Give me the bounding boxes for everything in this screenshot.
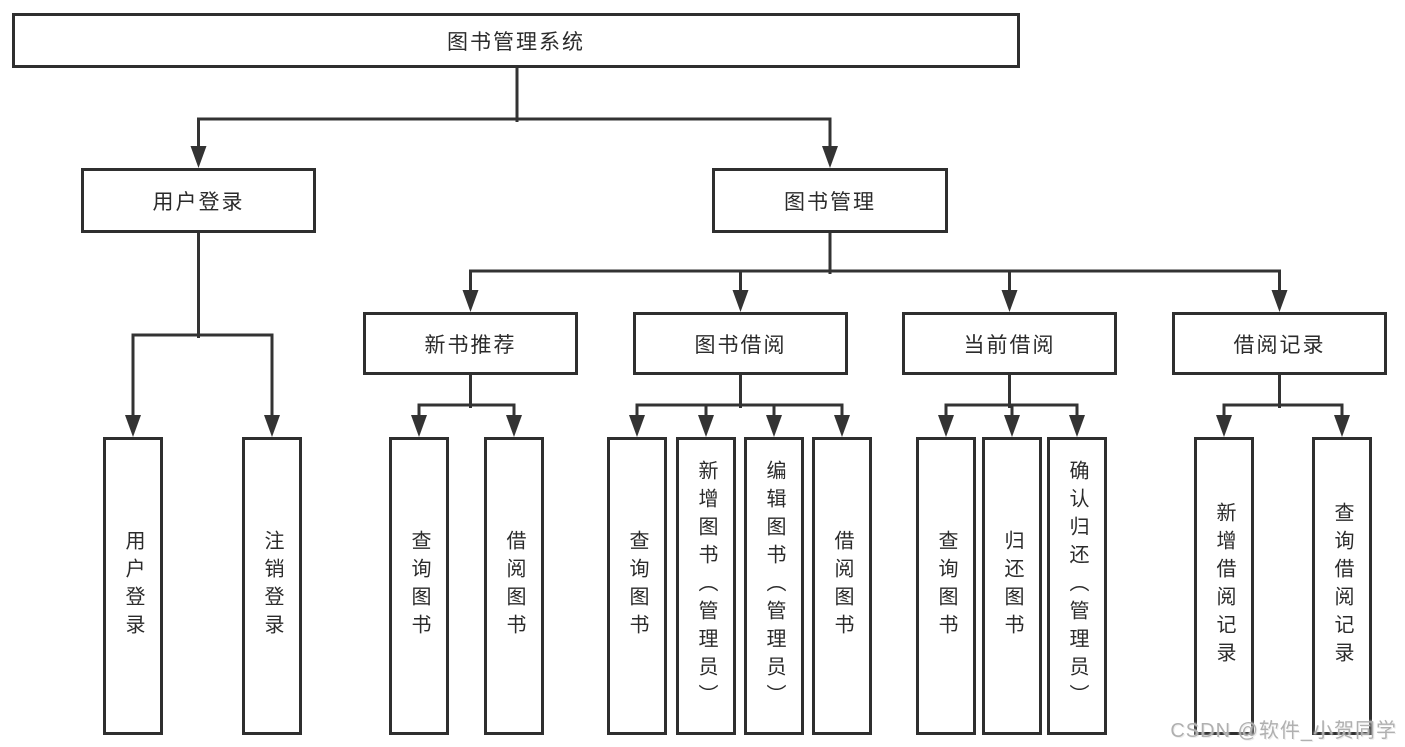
- node-label: 借阅图书: [503, 530, 525, 642]
- node-label: 新书推荐: [424, 333, 517, 357]
- node-new-book-recommendation: 新书推荐: [363, 312, 578, 375]
- leaf-edit-books-admin: 编辑图书（管理员）: [744, 437, 804, 735]
- leaf-add-borrow-record: 新增借阅记录: [1194, 437, 1254, 735]
- node-user-login: 用户登录: [81, 168, 316, 233]
- node-label: 编辑图书（管理员）: [763, 460, 785, 712]
- node-label: 图书管理系统: [447, 30, 585, 54]
- leaf-logout: 注销登录: [242, 437, 302, 735]
- connector-stems: [197, 64, 1281, 408]
- leaf-borrow-books-recommend: 借阅图书: [484, 437, 544, 735]
- node-label: 用户登录: [122, 530, 144, 642]
- leaf-return-books: 归还图书: [982, 437, 1042, 735]
- node-label: 借阅记录: [1233, 333, 1326, 357]
- node-label: 新增图书（管理员）: [695, 460, 717, 712]
- leaf-query-borrow-record: 查询借阅记录: [1312, 437, 1372, 735]
- leaf-add-books-admin: 新增图书（管理员）: [676, 437, 736, 735]
- node-label: 借阅图书: [831, 530, 853, 642]
- node-label: 查询图书: [408, 530, 430, 642]
- leaf-confirm-return-admin: 确认归还（管理员）: [1047, 437, 1107, 735]
- leaf-borrow-books: 借阅图书: [812, 437, 872, 735]
- leaf-query-books-current: 查询图书: [916, 437, 976, 735]
- node-label: 注销登录: [261, 530, 283, 642]
- node-label: 归还图书: [1001, 530, 1023, 642]
- node-label: 确认归还（管理员）: [1066, 460, 1088, 712]
- node-label: 图书管理: [784, 190, 876, 214]
- arrowhead-icons: [125, 146, 1350, 437]
- node-borrowing-records: 借阅记录: [1172, 312, 1387, 375]
- node-library-system: 图书管理系统: [12, 13, 1020, 68]
- node-label: 图书借阅: [694, 333, 787, 357]
- node-current-borrowing: 当前借阅: [902, 312, 1117, 375]
- node-label: 用户登录: [152, 190, 245, 214]
- leaf-query-books-borrow: 查询图书: [607, 437, 667, 735]
- node-book-borrowing: 图书借阅: [633, 312, 848, 375]
- watermark: CSDN @软件_小贺同学: [1170, 720, 1397, 742]
- node-label: 当前借阅: [963, 333, 1056, 357]
- node-label: 查询图书: [626, 530, 648, 642]
- node-label: 新增借阅记录: [1213, 502, 1235, 670]
- node-book-management: 图书管理: [712, 168, 948, 233]
- node-label: 查询借阅记录: [1331, 502, 1353, 670]
- leaf-user-login: 用户登录: [103, 437, 163, 735]
- leaf-query-books-recommend: 查询图书: [389, 437, 449, 735]
- node-label: 查询图书: [935, 530, 957, 642]
